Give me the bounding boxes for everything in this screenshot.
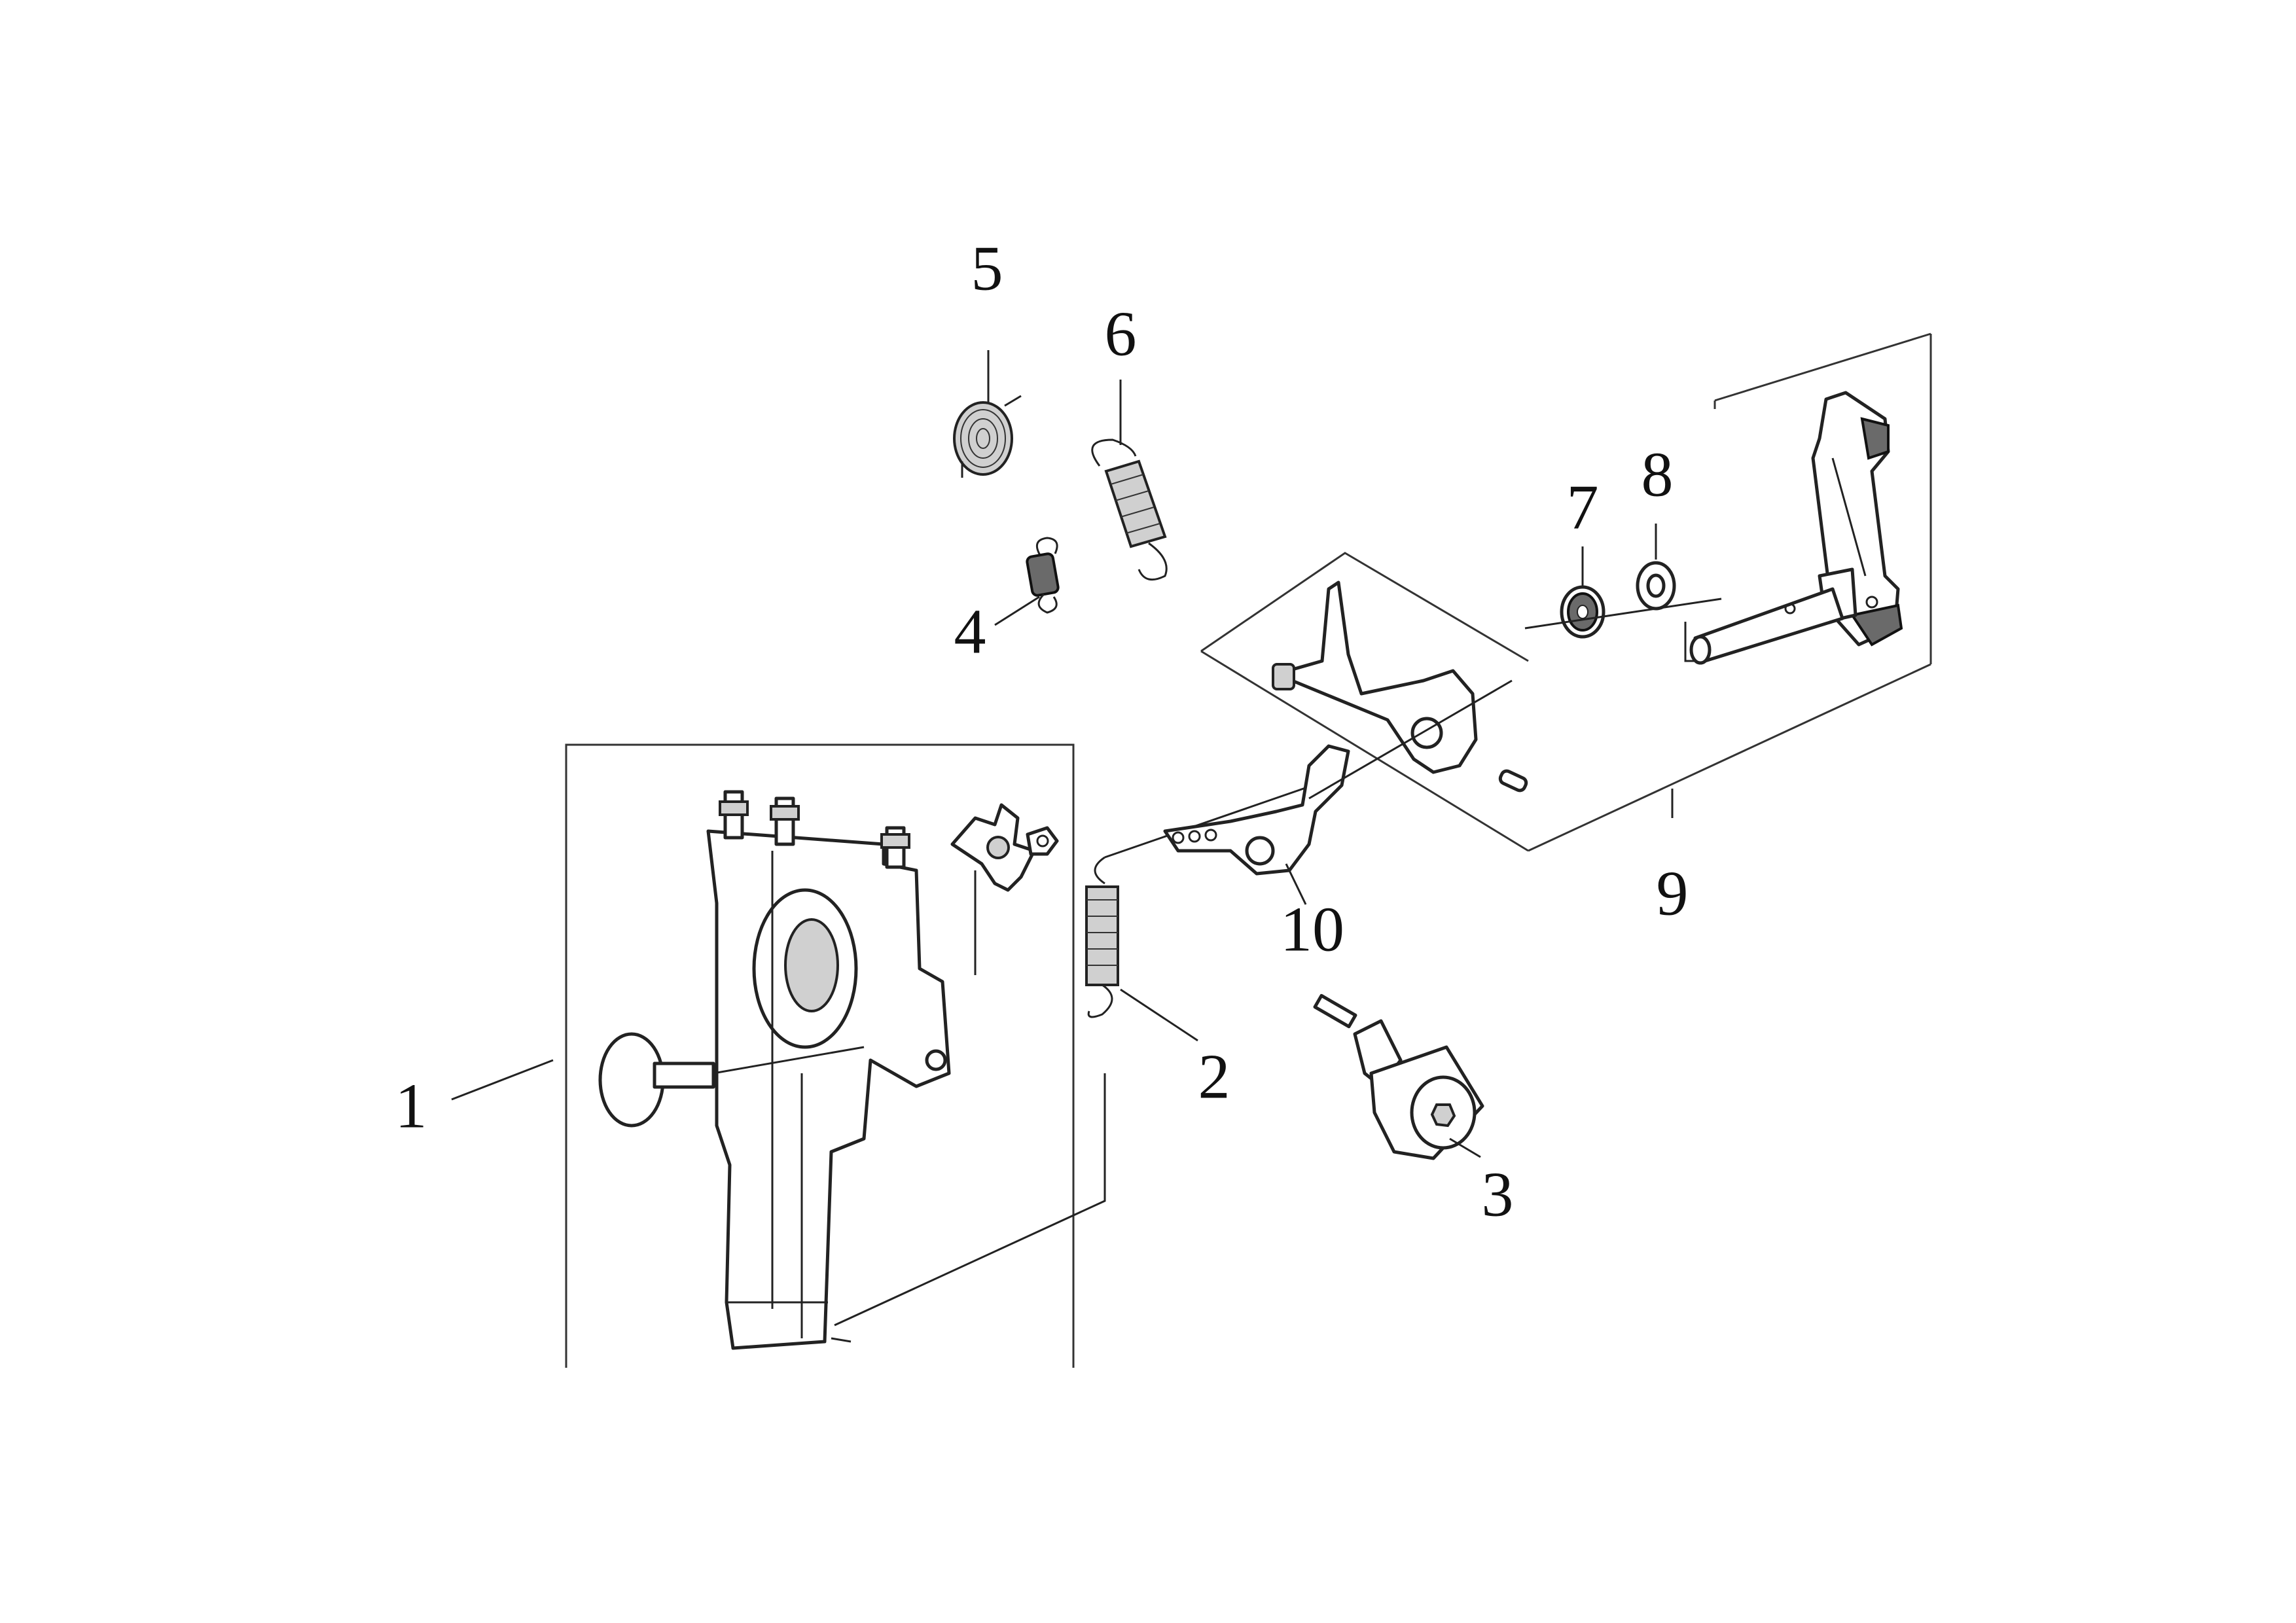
group-frame-1: [565, 743, 1075, 1368]
adjuster-screw-2: [770, 796, 800, 846]
lever-arm: [1163, 744, 1350, 876]
callout-9: 9: [1657, 858, 1689, 929]
callout-6: 6: [1105, 298, 1137, 369]
bearing: [1560, 585, 1605, 639]
leader-3: [1449, 1137, 1481, 1158]
group-frame-9: [1200, 332, 1932, 852]
shaft: [1689, 587, 1844, 665]
callout-8: 8: [1641, 439, 1674, 510]
leader-4: [994, 596, 1040, 626]
callout-2: 2: [1198, 1041, 1230, 1112]
callout-4: 4: [954, 596, 986, 667]
callout-5: 5: [971, 233, 1003, 304]
adjuster-screw-3: [880, 826, 910, 869]
frame-1-connector: [834, 1073, 1106, 1327]
shaft-axis-drop: [1684, 622, 1695, 662]
callout-10: 10: [1280, 894, 1344, 965]
threaded-fitting: [1313, 993, 1484, 1160]
shaft-axis-line: [1524, 597, 1722, 630]
callout-3: 3: [1482, 1159, 1514, 1230]
knob: [598, 1032, 717, 1128]
lever-axis-line: [1308, 679, 1513, 800]
shift-lever: [1811, 391, 1903, 647]
callout-1: 1: [395, 1071, 427, 1141]
leader-10: [1285, 863, 1307, 905]
small-lever-arm: [950, 803, 1059, 892]
leader-2: [1120, 988, 1198, 1042]
tension-spring-long: [1085, 856, 1119, 1018]
pin: [1498, 769, 1528, 793]
bracket-plate: [706, 829, 951, 1350]
tension-spring-upper: [1091, 438, 1168, 581]
leader-1: [451, 1059, 554, 1101]
spring-axis-line: [1104, 777, 1333, 859]
callout-7: 7: [1567, 472, 1599, 543]
washer: [1636, 561, 1676, 611]
knob-axis-line: [713, 1046, 865, 1075]
adjuster-screw-1: [719, 790, 749, 840]
spring-small: [1026, 537, 1060, 614]
torsion-spring: [953, 395, 1022, 478]
lever-plate: [1272, 580, 1478, 774]
